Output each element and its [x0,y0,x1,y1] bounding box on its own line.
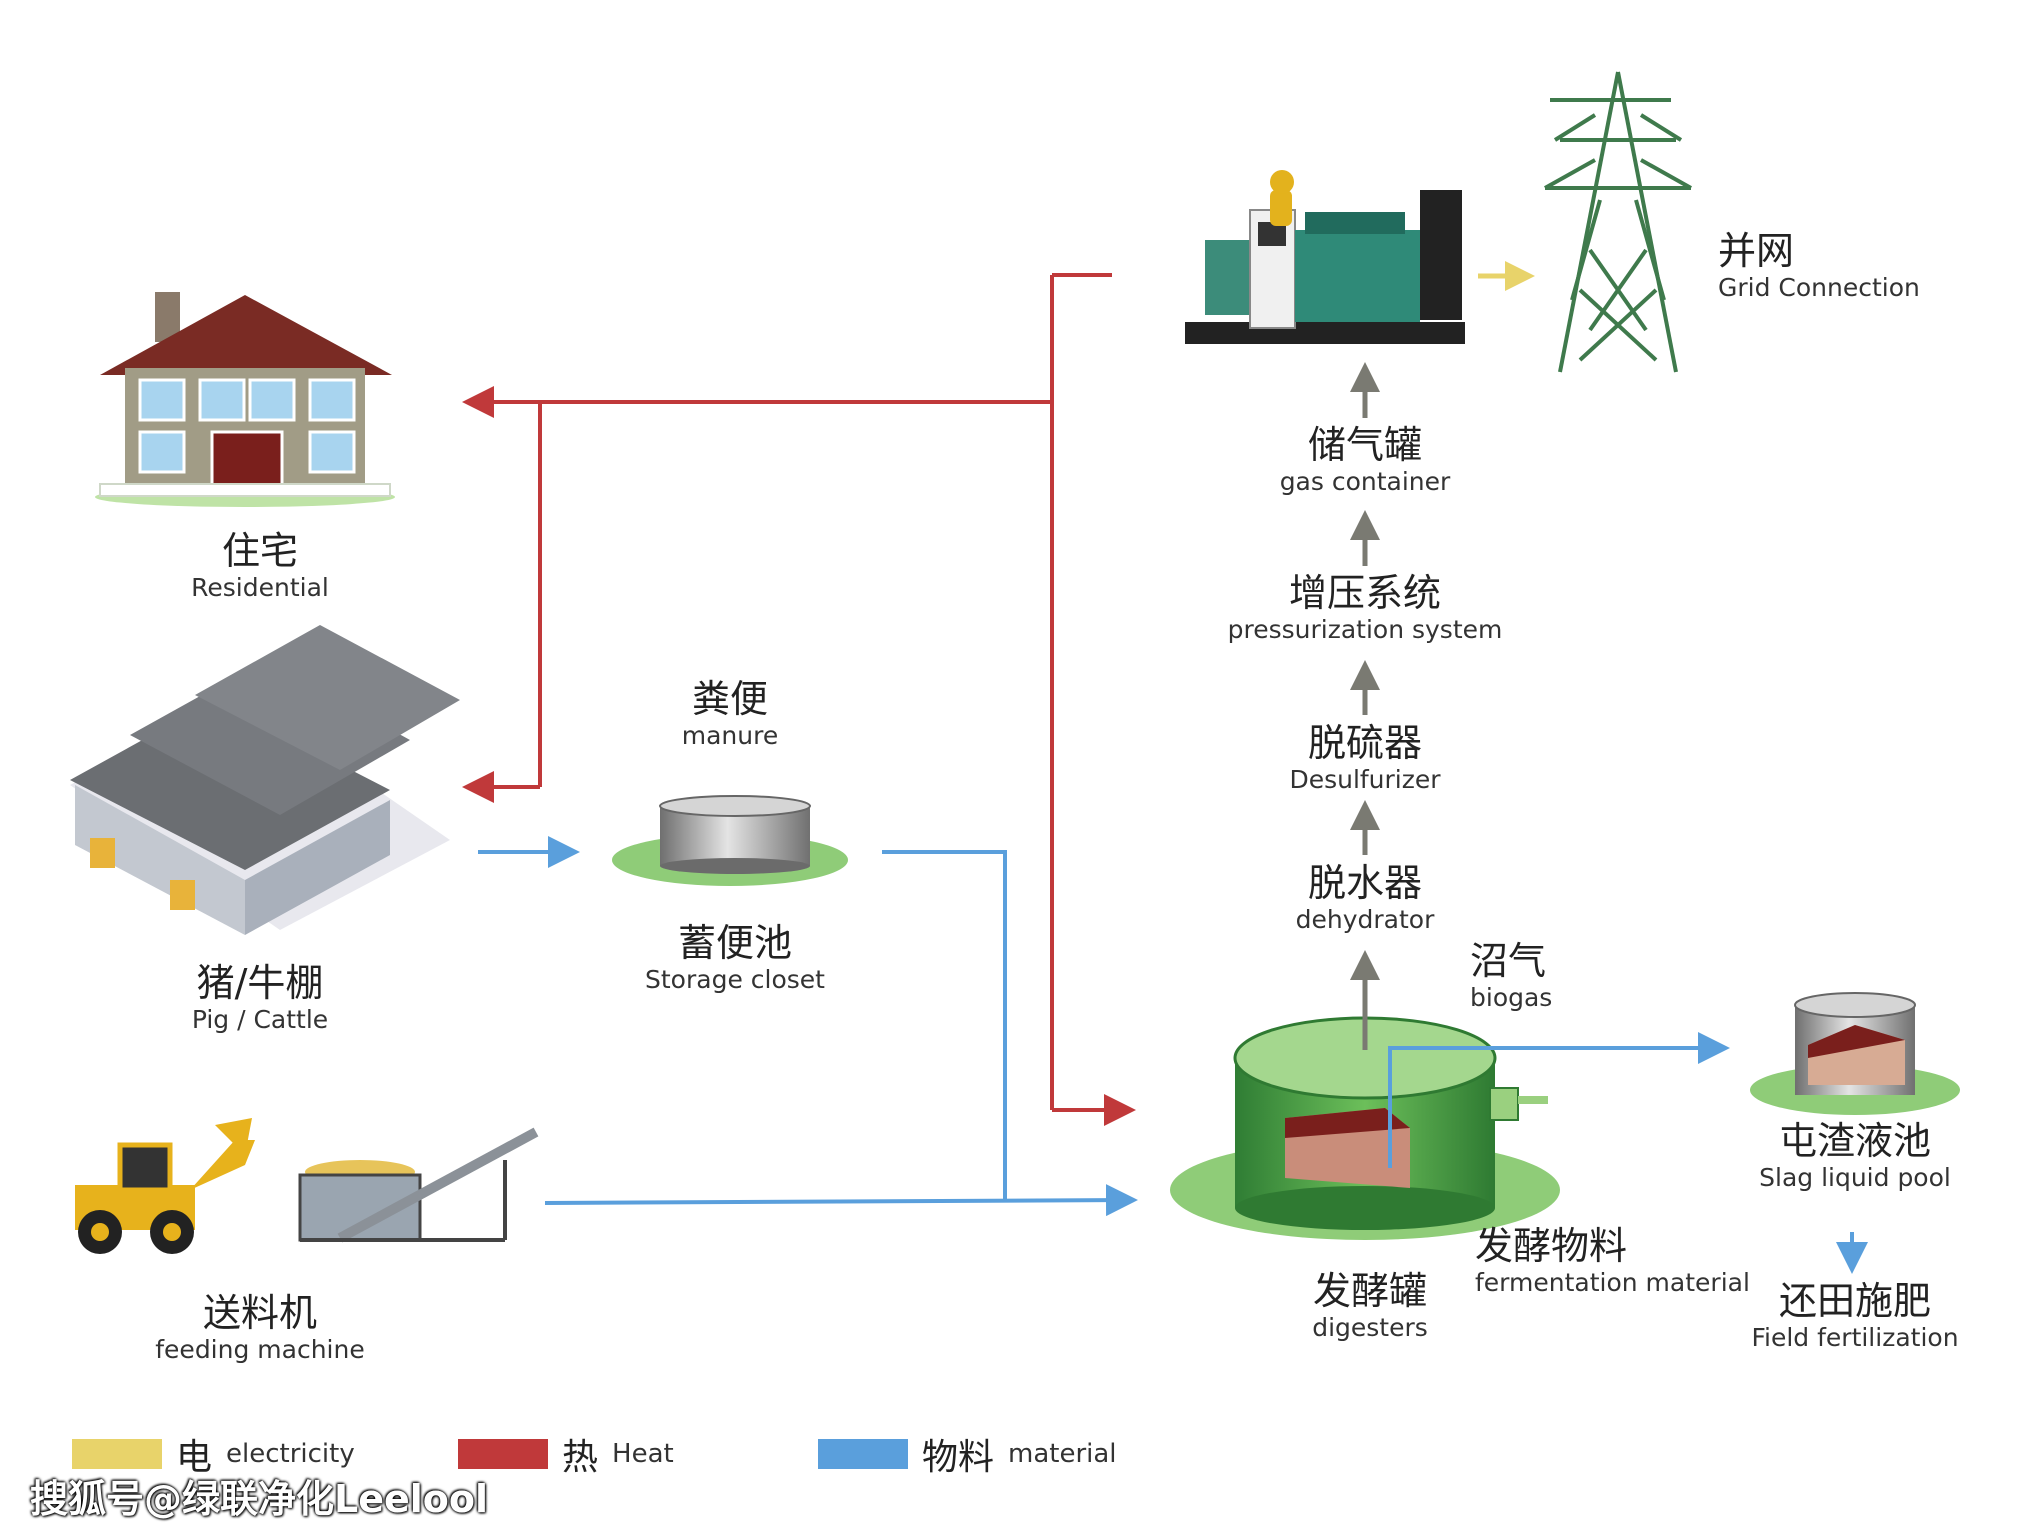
label-field-fertilization: 还田施肥 Field fertilization [1730,1279,1980,1352]
label-storage-closet-en: Storage closet [645,964,825,994]
generator-icon [1185,170,1465,344]
label-storage-closet-cn: 蓄便池 [677,921,792,965]
label-feeding-machine: 送料机 feeding machine [120,1291,400,1364]
legend-swatch-heat [458,1439,548,1469]
slag-pool-icon [1750,992,1960,1115]
label-storage-closet: 蓄便池 Storage closet [620,921,850,994]
label-desulfurizer-cn: 脱硫器 [1307,721,1422,765]
label-biogas-cn: 沼气 [1470,939,1547,983]
label-digesters-en: digesters [1312,1312,1428,1342]
label-manure: 粪便 manure [630,677,830,750]
label-grid-connection-cn: 并网 [1718,229,1795,273]
legend-swatch-electricity [72,1439,162,1469]
label-pressurization-system-cn: 增压系统 [1288,571,1441,615]
house-icon [95,292,395,507]
label-pig-cattle-cn: 猪/牛棚 [196,961,324,1005]
legend-heat: 热 Heat [458,1428,674,1480]
label-field-fertilization-en: Field fertilization [1751,1322,1959,1352]
label-pig-cattle-en: Pig / Cattle [191,1004,329,1034]
legend-electricity-en: electricity [226,1439,355,1469]
transmission-tower-icon [1544,71,1692,373]
label-pressurization-system-en: pressurization system [1227,614,1503,644]
loader-icon [75,1118,255,1254]
label-gas-container: 储气罐 gas container [1225,423,1505,496]
heat-lines [462,273,1136,1126]
label-biogas-en: biogas [1470,982,1553,1012]
barn-icon [70,625,460,935]
legend-material: 物料 material [818,1428,1117,1480]
label-dehydrator-en: dehydrator [1295,904,1435,934]
label-grid-connection: 并网 Grid Connection [1718,229,1958,302]
material-lines [478,836,1868,1274]
label-biogas: 沼气 biogas [1470,939,1630,1012]
digester-icon [1170,1016,1560,1240]
label-field-fertilization-cn: 还田施肥 [1778,1279,1931,1323]
label-gas-container-cn: 储气罐 [1307,423,1422,467]
label-fermentation-material-en: fermentation material [1475,1267,1750,1297]
legend-material-cn: 物料 [922,1437,995,1478]
label-slag-liquid-pool-cn: 屯渣液池 [1778,1119,1931,1163]
legend-heat-en: Heat [612,1439,674,1469]
label-manure-cn: 粪便 [691,677,768,721]
label-pig-cattle: 猪/牛棚 Pig / Cattle [140,961,380,1034]
label-feeding-machine-en: feeding machine [155,1334,365,1364]
legend-electricity-cn: 电 [176,1437,213,1478]
label-fermentation-material: 发酵物料 fermentation material [1475,1224,1765,1297]
label-manure-en: manure [681,720,779,750]
label-feeding-machine-cn: 送料机 [202,1291,317,1335]
label-desulfurizer-en: Desulfurizer [1289,764,1441,794]
watermark: 搜狐号@绿联净化Leelool [30,1477,489,1521]
legend-electricity: 电 electricity [72,1428,355,1480]
label-fermentation-material-cn: 发酵物料 [1475,1224,1628,1268]
legend-heat-cn: 热 [562,1437,599,1478]
label-gas-container-en: gas container [1279,466,1451,496]
label-pressurization-system: 增压系统 pressurization system [1200,571,1530,644]
label-residential: 住宅 Residential [140,529,380,602]
label-slag-liquid-pool: 屯渣液池 Slag liquid pool [1730,1119,1980,1192]
storage-closet-icon [612,795,848,886]
label-digesters-cn: 发酵罐 [1312,1269,1427,1313]
label-residential-en: Residential [191,572,329,602]
legend-material-en: material [1008,1439,1117,1469]
label-digesters: 发酵罐 digesters [1255,1269,1485,1342]
label-grid-connection-en: Grid Connection [1718,272,1920,302]
label-slag-liquid-pool-en: Slag liquid pool [1759,1162,1951,1192]
label-dehydrator: 脱水器 dehydrator [1225,861,1505,934]
feeder-conveyor-icon [298,1127,539,1243]
legend-swatch-material [818,1439,908,1469]
label-dehydrator-cn: 脱水器 [1307,861,1422,905]
label-desulfurizer: 脱硫器 Desulfurizer [1225,721,1505,794]
label-residential-cn: 住宅 [221,529,298,573]
